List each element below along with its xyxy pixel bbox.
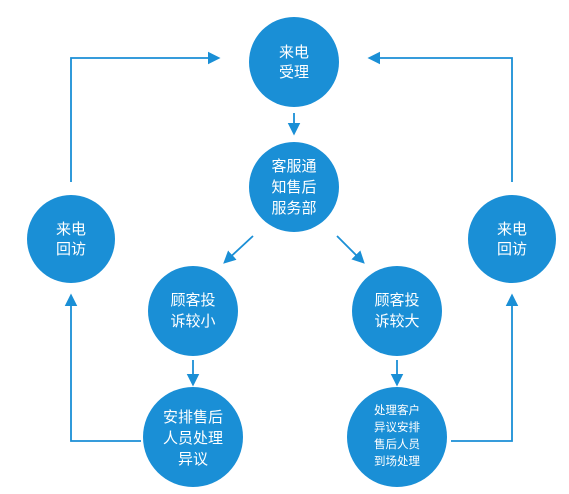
edge-callback-left-to-intake	[70, 51, 221, 182]
node-call-intake: 来电 受理	[249, 17, 339, 107]
node-callback-right: 来电 回访	[468, 195, 556, 283]
node-label-line: 人员处理	[163, 429, 223, 447]
node-circle	[143, 387, 243, 487]
node-circle	[249, 17, 339, 107]
node-label-line: 安排售后	[163, 408, 223, 426]
node-complaint-small: 顾客投 诉较小	[148, 266, 238, 356]
node-label-line: 异议安排	[374, 420, 420, 434]
node-label-line: 客服通	[271, 157, 316, 175]
edges	[64, 51, 519, 442]
edge-callback-right-to-intake	[367, 51, 513, 182]
node-circle	[148, 266, 238, 356]
node-circle	[468, 195, 556, 283]
node-handle-objection: 处理客户 异议安排 售后人员 到场处理	[347, 387, 447, 487]
node-label-line: 售后人员	[374, 437, 420, 451]
node-circle	[352, 266, 442, 356]
node-label-line: 异议	[178, 450, 208, 468]
node-label-line: 来电	[279, 43, 309, 61]
node-label-line: 回访	[56, 240, 86, 258]
node-callback-left: 来电 回访	[27, 195, 115, 283]
node-complaint-large: 顾客投 诉较大	[352, 266, 442, 356]
node-circle	[249, 142, 339, 232]
node-label-line: 服务部	[271, 199, 316, 217]
node-label-line: 来电	[497, 220, 527, 238]
node-label-line: 受理	[279, 63, 309, 81]
node-label-line: 来电	[56, 220, 86, 238]
node-arrange-staff: 安排售后 人员处理 异议	[143, 387, 243, 487]
node-cs-notify: 客服通 知售后 服务部	[249, 142, 339, 232]
edge-notify-to-small	[223, 235, 254, 264]
node-label-line: 回访	[497, 240, 527, 258]
node-label-line: 顾客投	[374, 291, 419, 309]
node-circle	[27, 195, 115, 283]
node-label-line: 知售后	[271, 178, 316, 196]
node-label-line: 处理客户	[374, 403, 420, 417]
edge-arrange-to-callback-left	[64, 293, 141, 442]
node-circle	[347, 387, 447, 487]
edge-handle-to-callback-right	[451, 293, 519, 442]
node-label-line: 顾客投	[170, 291, 215, 309]
node-label-line: 到场处理	[374, 454, 420, 468]
node-label-line: 诉较大	[374, 312, 419, 330]
node-label-line: 诉较小	[170, 312, 215, 330]
edge-notify-to-large	[336, 235, 365, 264]
